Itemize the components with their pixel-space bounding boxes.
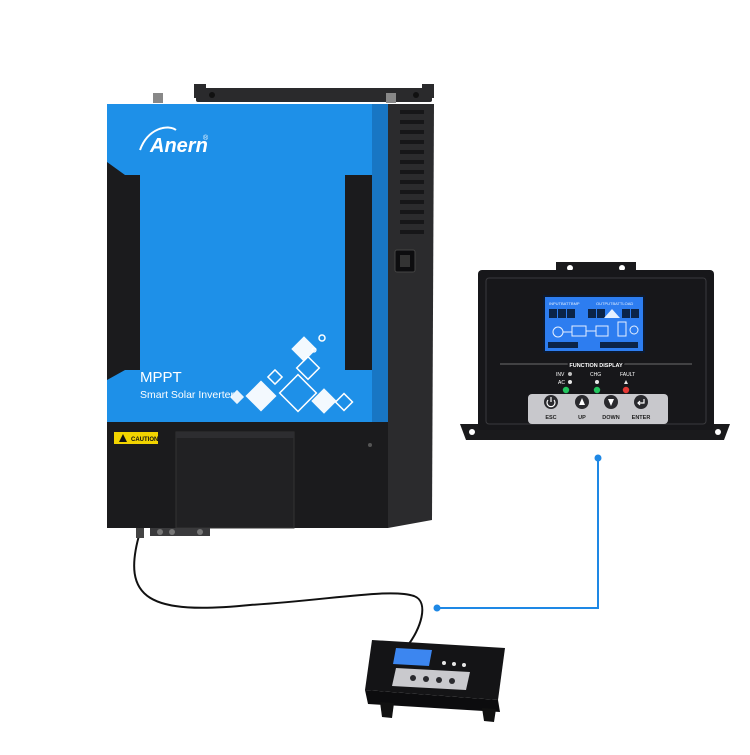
brand-logo: Anern — [149, 135, 208, 157]
svg-text:CAUTION: CAUTION — [131, 437, 158, 443]
button-esc: ESC — [544, 395, 558, 421]
small-lcd — [393, 648, 432, 666]
connector-dot-left — [433, 604, 441, 612]
function-display-label: FUNCTION DISPLAY — [569, 363, 623, 369]
indicator-chg-label: CHG — [590, 372, 601, 378]
brand-registered-mark: ® — [203, 134, 209, 142]
model-subtitle: Smart Solar Inverter — [140, 389, 234, 401]
led-green-1 — [562, 386, 570, 394]
decorative-diamonds — [229, 334, 354, 414]
led-green-2 — [593, 386, 601, 394]
inverter-unit: Anern ® MPPT Smart Solar Inverter CAUTIO… — [107, 84, 434, 536]
svg-text:ESC: ESC — [545, 415, 556, 421]
button-panel — [528, 394, 668, 424]
svg-text:DOWN: DOWN — [602, 415, 619, 421]
logo-swoosh — [139, 126, 177, 151]
connector-line — [438, 460, 599, 609]
inverter-side — [388, 104, 434, 528]
inverter-front-panel — [107, 104, 388, 422]
led-red — [622, 386, 630, 394]
power-icon — [546, 397, 556, 408]
button-enter: ENTER — [632, 395, 651, 421]
terminal-cover — [175, 431, 295, 529]
button-up: UP — [575, 395, 589, 421]
svg-text:UP: UP — [578, 415, 586, 421]
connector-dot-top — [594, 454, 602, 462]
indicator-inv-label: INV — [556, 372, 565, 378]
caution-sticker: CAUTION — [114, 432, 158, 444]
button-down: DOWN — [602, 395, 620, 421]
svg-text:OUTPUTBATTLOAD: OUTPUTBATTLOAD — [596, 301, 633, 306]
model-title: MPPT — [140, 369, 182, 386]
enter-icon — [637, 399, 645, 406]
arrow-up-icon — [579, 398, 585, 405]
indicator-fault-label: FAULT — [620, 372, 635, 378]
lcd-segments — [549, 309, 639, 318]
svg-text:INPUTBATTBMP: INPUTBATTBMP — [549, 301, 580, 306]
cooling-fins — [400, 110, 424, 234]
indicator-ac-label: AC — [558, 380, 565, 386]
remote-display-small — [365, 640, 505, 722]
svg-text:ENTER: ENTER — [632, 415, 651, 421]
mounting-bracket — [196, 88, 432, 102]
remote-display-large: INPUTBATTBMP OUTPUTBATTLOAD FUNCTION DIS… — [460, 262, 730, 440]
arrow-down-icon — [608, 399, 614, 406]
communication-cable — [133, 531, 424, 646]
